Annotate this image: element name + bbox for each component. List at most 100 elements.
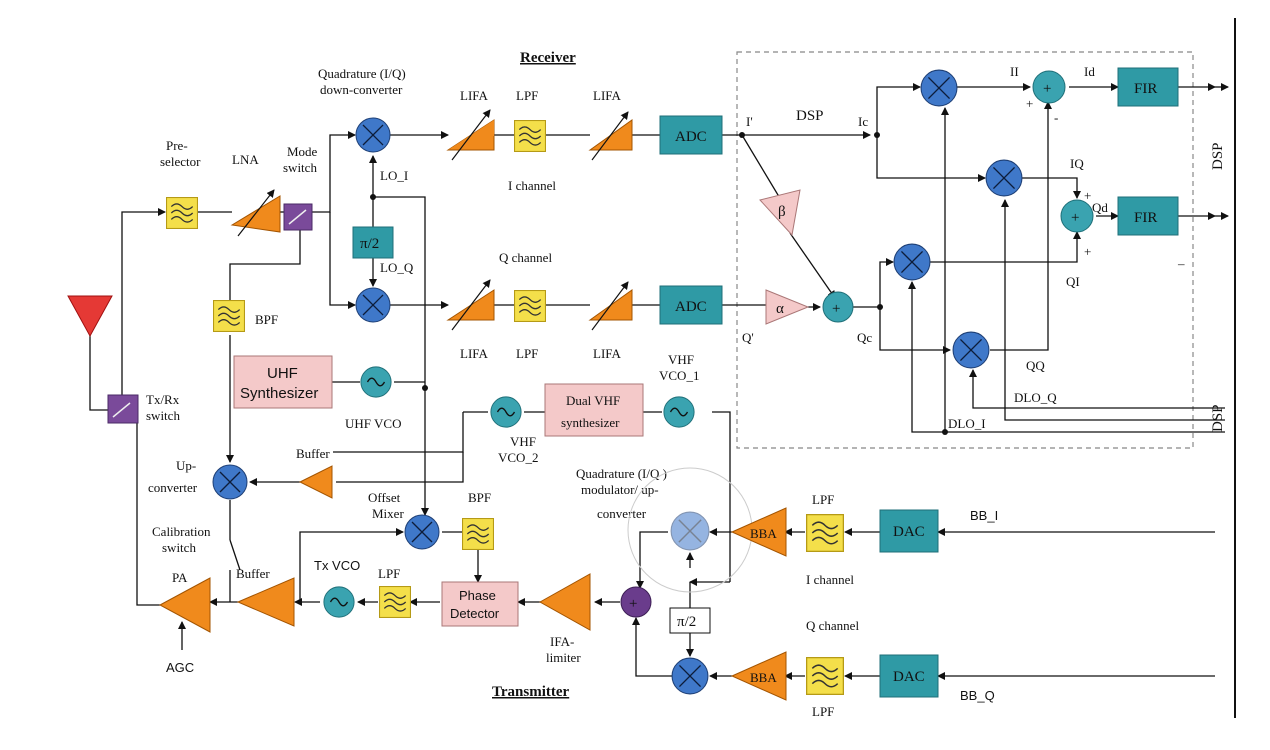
dsp-summer-q-icon xyxy=(1060,199,1094,233)
dsp-input-label: DSP xyxy=(1210,404,1226,432)
lpf-tx-filter-icon xyxy=(379,586,411,618)
dsp-block-boundary xyxy=(736,51,1194,449)
qi-plus-sign: + xyxy=(1084,244,1091,259)
offset-mixer-icon xyxy=(404,514,440,550)
vhf-vco2-oscillator-icon xyxy=(490,396,522,428)
tx-rx-switch[interactable] xyxy=(107,394,139,424)
dac-q xyxy=(879,654,939,698)
qc-summer-icon xyxy=(822,291,854,323)
uhf-synthesizer xyxy=(233,355,333,409)
transmitter-title: Transmitter xyxy=(492,684,570,700)
pa-amplifier-icon xyxy=(158,577,211,633)
mode-switch[interactable] xyxy=(283,203,313,231)
dac-i xyxy=(879,509,939,553)
dsp-box-label: DSP xyxy=(796,108,824,124)
quad-down-label-1: Quadrature (I/Q) xyxy=(318,66,406,81)
beta-gain-icon xyxy=(759,189,801,237)
buffer-rx-label: Buffer xyxy=(296,446,330,461)
beta-label: β xyxy=(778,204,786,220)
mode-switch-label-2: switch xyxy=(283,160,317,175)
alpha-label: α xyxy=(776,301,784,317)
lo-i-label: LO_I xyxy=(380,168,408,183)
vhf-vco2-label-1: VHF xyxy=(510,434,536,449)
iq-label: IQ xyxy=(1070,156,1084,171)
bb-i-label: BB_I xyxy=(970,508,998,523)
ii-label: II xyxy=(1010,64,1019,79)
dsp-mixer-qi-icon xyxy=(893,243,931,281)
receiver-title: Receiver xyxy=(520,50,576,66)
ifa-limiter-amplifier-icon xyxy=(538,573,591,631)
lifa-i-2-label: LIFA xyxy=(593,88,622,103)
fir-i-label: FIR xyxy=(1134,81,1157,97)
tx-vco-oscillator-icon xyxy=(323,586,355,618)
phase-shifter-rx xyxy=(352,226,394,259)
dlo-i-label: DLO_I xyxy=(948,416,986,431)
dsp-mixer-ii-icon xyxy=(920,69,958,107)
lifa-q-1-amplifier-icon xyxy=(446,279,495,331)
lpf-q-label: LPF xyxy=(516,346,538,361)
antenna-icon xyxy=(67,295,113,338)
qd-label: Qd xyxy=(1092,200,1108,215)
dsp-summer-i-plus: + xyxy=(1043,81,1051,97)
agc-label: AGC xyxy=(166,660,194,675)
bba-q-amplifier-icon xyxy=(730,651,787,701)
phase-shifter-tx-label: π/2 xyxy=(677,614,696,630)
lifa-q-2-amplifier-icon xyxy=(588,281,633,331)
offset-mixer-label-1: Offset xyxy=(368,490,401,505)
fir-i xyxy=(1117,67,1179,107)
q-channel-tx-label: Q channel xyxy=(806,618,859,633)
bpf-rx-filter-icon xyxy=(213,300,245,332)
lna-label: LNA xyxy=(232,152,259,167)
uhf-synth-label-2: Synthesizer xyxy=(240,385,318,402)
qc-label: Qc xyxy=(857,330,872,345)
preselector-filter-icon xyxy=(166,197,198,229)
adc-i xyxy=(659,115,723,155)
bpf-tx-filter-icon xyxy=(462,518,494,550)
lifa-i-1-label: LIFA xyxy=(460,88,489,103)
ii-plus-sign: + xyxy=(1026,96,1033,111)
phase-detector xyxy=(441,581,519,627)
vhf-vco1-oscillator-icon xyxy=(663,396,695,428)
lifa-i-1-amplifier-icon xyxy=(446,109,495,161)
dual-vhf-synthesizer xyxy=(544,383,644,437)
iq-plus-sign: + xyxy=(1084,188,1091,203)
preselector-label-1: Pre- xyxy=(166,138,188,153)
pa-label: PA xyxy=(172,570,188,585)
dsp-mixer-iq-icon xyxy=(985,159,1023,197)
dual-vhf-label-1: Dual VHF xyxy=(566,393,620,408)
up-converter-label-2: converter xyxy=(148,480,198,495)
qi-label: QI xyxy=(1066,274,1080,289)
offset-mixer-label-2: Mixer xyxy=(372,506,404,521)
ifa-limiter-label-1: IFA- xyxy=(550,634,574,649)
bb-q-label: BB_Q xyxy=(960,688,995,703)
tx-rx-switch-label-1: Tx/Rx xyxy=(146,392,180,407)
bpf-tx-label: BPF xyxy=(468,490,491,505)
lpf-i-label: LPF xyxy=(516,88,538,103)
mixer-q-icon xyxy=(355,287,391,323)
mixer-i-icon xyxy=(355,117,391,153)
uhf-vco-label: UHF VCO xyxy=(345,416,401,431)
tx-rx-switch-label-2: switch xyxy=(146,408,180,423)
wiring xyxy=(89,83,1225,680)
qq-label: QQ xyxy=(1026,358,1045,373)
bba-q-label: BBA xyxy=(750,670,777,685)
phase-detector-label-2: Detector xyxy=(450,606,500,621)
lpf-q-filter-icon xyxy=(514,290,546,322)
qc-summer-plus: + xyxy=(832,301,840,317)
mode-switch-label-1: Mode xyxy=(287,144,318,159)
up-converter-label-1: Up- xyxy=(176,458,196,473)
lpf-i-filter-icon xyxy=(514,120,546,152)
lpf-tx-q-label: LPF xyxy=(812,704,834,719)
lifa-i-2-amplifier-icon xyxy=(588,111,633,161)
dsp-mixer-qq-icon xyxy=(952,331,990,369)
bba-i-label: BBA xyxy=(750,526,777,541)
fir-q-label: FIR xyxy=(1134,210,1157,226)
fir-q xyxy=(1117,196,1179,236)
lpf-tx-i-filter-icon xyxy=(806,514,844,552)
phase-shifter-tx xyxy=(669,607,711,634)
tx-vco-label: Tx VCO xyxy=(314,558,360,573)
vhf-vco1-label-1: VHF xyxy=(668,352,694,367)
phase-shifter-rx-label: π/2 xyxy=(360,236,379,252)
lpf-tx-q-filter-icon xyxy=(806,657,844,695)
quad-mod-label-1: Quadrature (I/Q ) xyxy=(576,466,667,481)
